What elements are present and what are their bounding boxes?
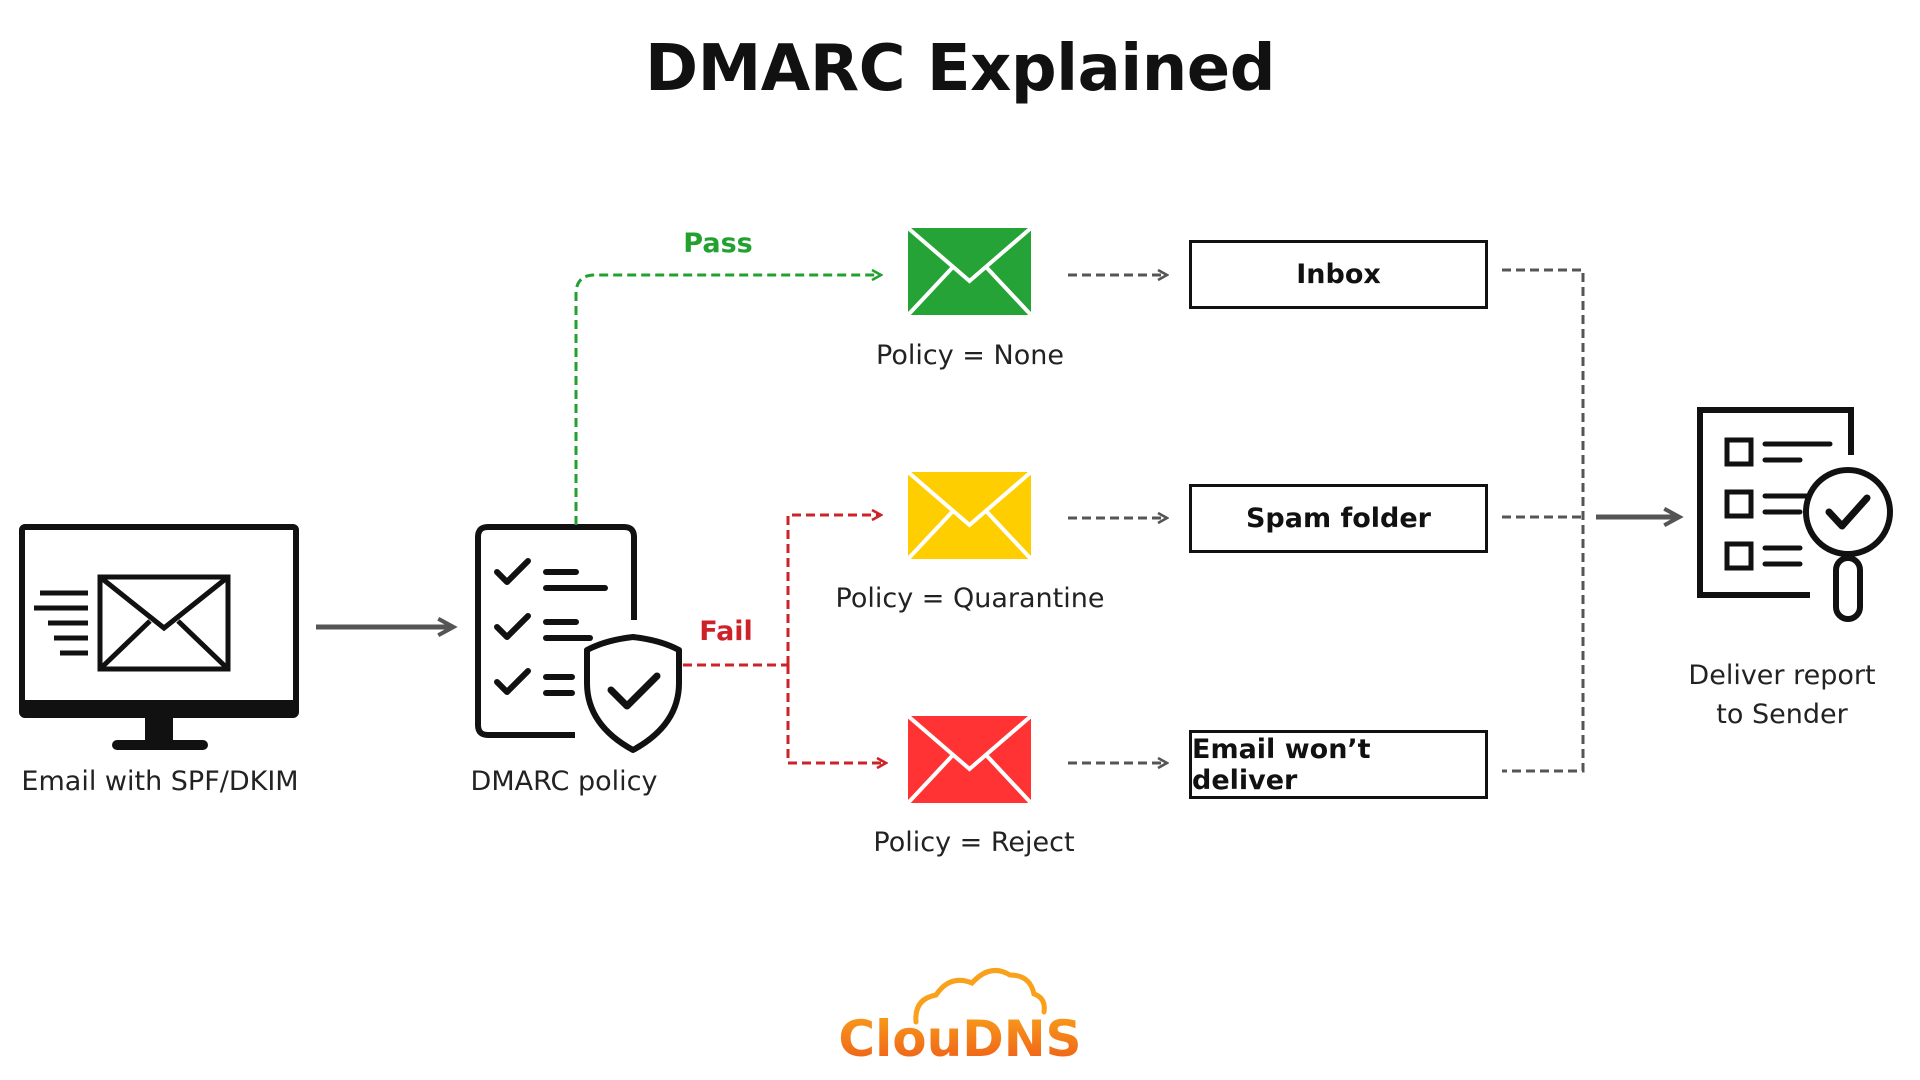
envelope-quarantine-icon bbox=[906, 470, 1033, 561]
checklist-shield-icon bbox=[475, 524, 682, 753]
report-magnifier-icon bbox=[1697, 407, 1893, 622]
result-box-spam-folder: Spam folder bbox=[1189, 484, 1488, 553]
fail-connector-reject bbox=[786, 665, 885, 763]
diagram-title: DMARC Explained bbox=[644, 32, 1276, 106]
sender-caption: Email with SPF/DKIM bbox=[21, 766, 299, 797]
report-caption-line-1: Deliver report bbox=[1688, 660, 1876, 691]
policy-quarantine-caption: Policy = Quarantine bbox=[835, 583, 1105, 614]
envelope-reject-icon bbox=[906, 714, 1033, 805]
pass-connector bbox=[574, 275, 880, 525]
report-caption: Deliver report to Sender bbox=[1688, 656, 1875, 734]
brand-logo-text: ClouDNS bbox=[838, 1010, 1082, 1068]
policy-none-caption: Policy = None bbox=[876, 340, 1064, 371]
monitor-envelope-icon bbox=[19, 524, 299, 750]
collector-connector bbox=[1502, 268, 1585, 773]
fail-label: Fail bbox=[699, 616, 753, 647]
envelope-none-icon bbox=[906, 226, 1033, 317]
pass-label: Pass bbox=[683, 228, 753, 259]
policy-reject-caption: Policy = Reject bbox=[873, 827, 1075, 858]
result-box-inbox: Inbox bbox=[1189, 240, 1488, 309]
result-box-not-delivered: Email won’t deliver bbox=[1189, 730, 1488, 799]
policy-caption: DMARC policy bbox=[470, 766, 658, 797]
report-caption-line-2: to Sender bbox=[1716, 699, 1848, 730]
fail-connector-quarantine bbox=[786, 515, 880, 665]
brand-cloud-icon bbox=[913, 968, 1047, 1025]
